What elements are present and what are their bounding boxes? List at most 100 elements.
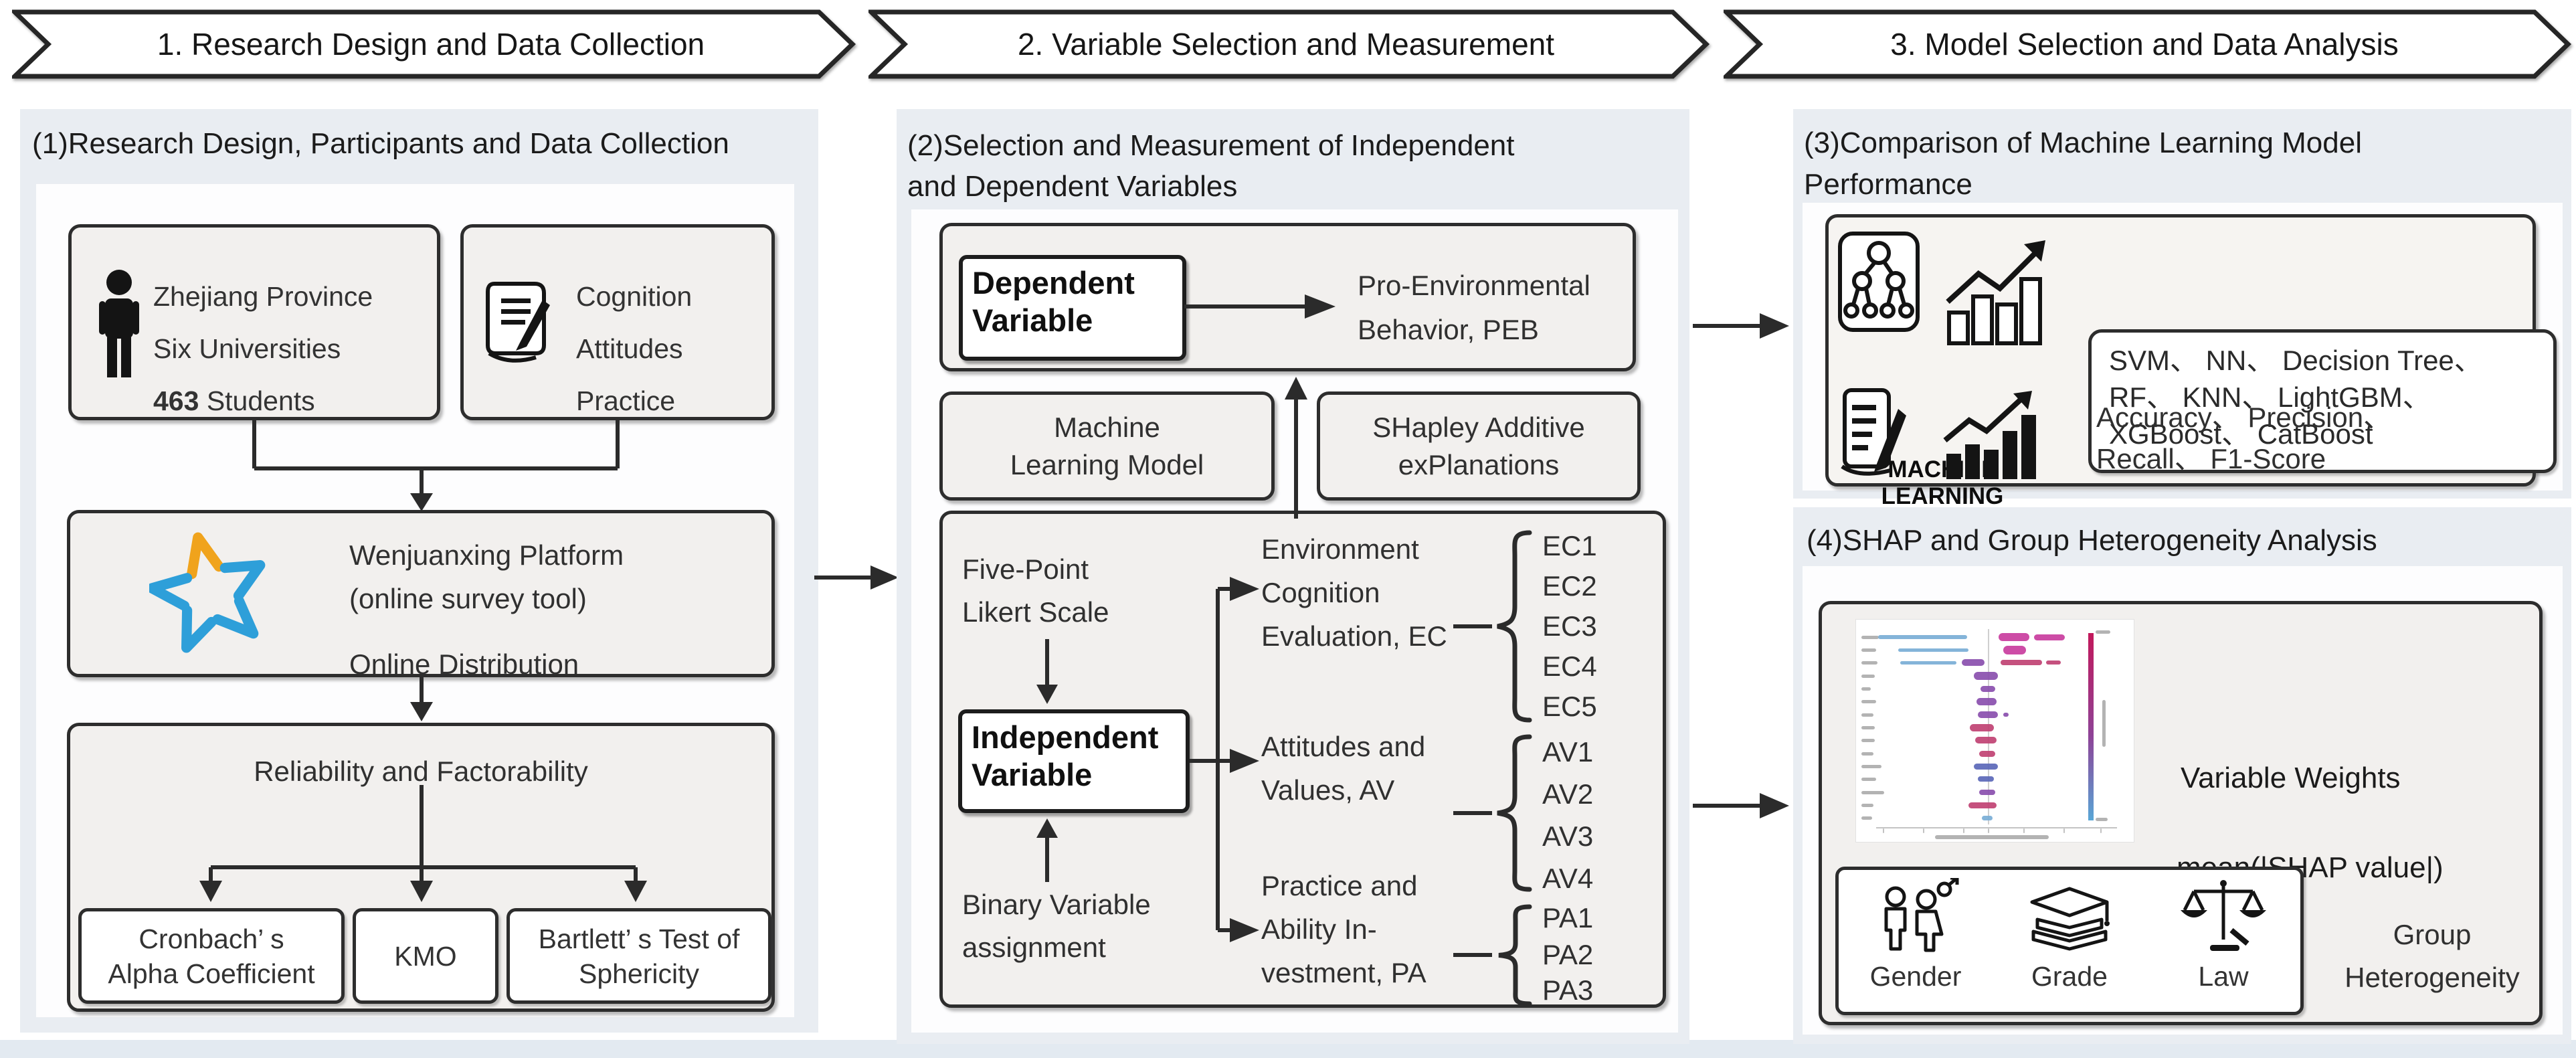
item-ec3: EC3 xyxy=(1542,610,1597,642)
group-heterogeneity-label: Group Heterogeneity xyxy=(2318,913,2546,999)
av-brace xyxy=(1497,734,1532,892)
group-grade-label: Grade xyxy=(2031,961,2108,992)
shap-row-label xyxy=(1861,648,1876,652)
models-list-box: SVM、 NN、 Decision Tree、 RF、 KNN、 LightGB… xyxy=(2088,329,2557,473)
pa-brace xyxy=(1498,904,1532,1006)
metrics-line-1: Accuracy、 Precision、 xyxy=(2096,402,2392,433)
shap-row-segment xyxy=(1978,711,1998,718)
panel-2-title: (2)Selection and Measurement of Independ… xyxy=(907,125,1514,207)
binary-line-2: assignment xyxy=(962,932,1106,963)
participants-line-2: Six Universities xyxy=(153,333,341,364)
shap-row-segment xyxy=(1962,659,1985,666)
models-line-3: XGBoost、 CatBoost xyxy=(2109,418,2373,450)
model-comparison-box: MACHINE LEARNING SVM、 NN、 Decision Tree、… xyxy=(1825,214,2557,509)
peb-line-1: Pro-Environmental xyxy=(1358,270,1590,301)
dependent-line-1: Dependent xyxy=(972,265,1135,300)
banner-step-1: 1. Research Design and Data Collection xyxy=(12,9,856,79)
ec-label-line-2: Cognition xyxy=(1261,577,1380,608)
shap-row-segment xyxy=(2003,713,2009,717)
pa-label-line-1: Practice and xyxy=(1261,870,1418,901)
shap-row-label xyxy=(1861,778,1876,781)
participants-count-label: Students xyxy=(199,385,315,416)
participants-line-1: Zhejiang Province xyxy=(153,281,373,312)
shap-row-segment xyxy=(1898,648,1968,652)
shap-row-segment xyxy=(1974,763,1998,770)
panel-2-title-line-1: (2)Selection and Measurement of Independ… xyxy=(907,129,1515,162)
shap-row-label xyxy=(1861,661,1877,665)
shap-row-segment xyxy=(1999,633,2029,641)
bartlett-line-1: Bartlett’ s Test of xyxy=(538,923,740,954)
dependent-line-2: Variable xyxy=(972,302,1093,338)
checklist-pen-icon xyxy=(1839,385,1912,484)
models-line-1: SVM、 NN、 Decision Tree、 xyxy=(2109,345,2482,376)
shap-colorbar-high-label xyxy=(2096,630,2110,634)
shap-row-segment xyxy=(1979,750,1995,757)
pa-label-line-2: Ability In- xyxy=(1261,913,1377,945)
shap-row-segment xyxy=(1970,723,1994,731)
item-av4: AV4 xyxy=(1542,863,1594,894)
item-ec1: EC1 xyxy=(1542,530,1597,561)
platform-line-1: Wenjuanxing Platform xyxy=(349,539,624,571)
arrow-panel2-to-panel3 xyxy=(1693,313,1789,339)
shap-colorbar-low-label xyxy=(2096,818,2108,821)
panel-2-variables: (2)Selection and Measurement of Independ… xyxy=(897,109,1689,1044)
shap-row-segment xyxy=(1968,802,1997,808)
cognition-line-3: Practice xyxy=(576,385,676,416)
independent-variable-box: Independent Variable xyxy=(958,709,1190,813)
shap-row-segment xyxy=(2034,634,2065,640)
panel-3-model-comparison: (3)Comparison of Machine Learning Model … xyxy=(1793,109,2571,509)
arrow-panel2-to-panel4 xyxy=(1693,793,1789,818)
shap-row-label xyxy=(1861,726,1875,729)
cronbach-line-2: Alpha Coefficient xyxy=(108,958,315,989)
shap-row-label xyxy=(1861,765,1881,768)
item-av2: AV2 xyxy=(1542,778,1594,810)
banner-step-3: 3. Model Selection and Data Analysis xyxy=(1724,9,2572,79)
test-box-kmo: KMO xyxy=(353,908,498,1004)
peb-line-2: Behavior, PEB xyxy=(1358,314,1539,345)
shap-row-label xyxy=(1861,713,1873,717)
panel-1-research-design: (1)Research Design, Participants and Dat… xyxy=(20,109,818,1033)
reliability-box: Reliability and Factorability Cronbach’ … xyxy=(67,723,775,1012)
shapley-line-2: exPlanations xyxy=(1398,448,1560,480)
cognition-box: Cognition Attitudes Practice xyxy=(460,224,775,420)
av-label-line-2: Values, AV xyxy=(1261,774,1395,806)
pa-label: Practice and Ability In- vestment, PA xyxy=(1261,864,1427,994)
panel-2-title-line-2: and Dependent Variables xyxy=(907,170,1238,203)
platform-box: Wenjuanxing Platform (online survey tool… xyxy=(67,510,775,680)
platform-line-3: Online Distribution xyxy=(349,648,579,680)
shap-row-label xyxy=(1861,675,1875,678)
item-pa1: PA1 xyxy=(1542,902,1594,934)
grade-icon xyxy=(2023,878,2116,958)
bartlett-line-2: Sphericity xyxy=(578,958,699,989)
platform-line-2: (online survey tool) xyxy=(349,583,587,614)
shap-row-segment xyxy=(1978,776,1994,782)
shap-row-label xyxy=(1861,791,1884,794)
ec-label: Environment Cognition Evaluation, EC xyxy=(1261,527,1447,658)
shap-row-label xyxy=(1861,687,1871,691)
group-het-line-2: Heterogeneity xyxy=(2344,962,2520,993)
shap-row-label xyxy=(1861,739,1875,742)
banner-step-2-label: 2. Variable Selection and Measurement xyxy=(1017,27,1555,62)
independent-line-1: Independent xyxy=(972,719,1159,755)
test-box-cronbach: Cronbach’ s Alpha Coefficient xyxy=(78,908,345,1004)
item-av1: AV1 xyxy=(1542,736,1594,768)
metrics-chart-icon xyxy=(1942,388,2049,482)
banner-ribbon xyxy=(1724,9,2572,79)
shap-row-label xyxy=(1861,636,1879,639)
binary-text: Binary Variable assignment xyxy=(962,883,1151,969)
item-ec2: EC2 xyxy=(1542,570,1597,602)
shap-x-tick xyxy=(2100,828,2102,833)
panel-3-title-line-1: (3)Comparison of Machine Learning Model xyxy=(1804,126,2362,159)
shap-row-segment xyxy=(2046,660,2061,665)
shap-row-segment xyxy=(1975,737,1997,743)
shap-x-tick xyxy=(2063,828,2065,833)
banner-ribbon xyxy=(12,9,856,79)
growth-chart-icon xyxy=(1944,236,2051,349)
shap-x-tick xyxy=(1963,828,1964,833)
cognition-line-1: Cognition xyxy=(576,281,693,312)
banner-step-3-label: 3. Model Selection and Data Analysis xyxy=(1890,27,2399,62)
panel-3-title-line-2: Performance xyxy=(1804,168,1972,201)
shap-row-label xyxy=(1861,700,1876,703)
av-label-line-1: Attitudes and xyxy=(1261,731,1426,762)
